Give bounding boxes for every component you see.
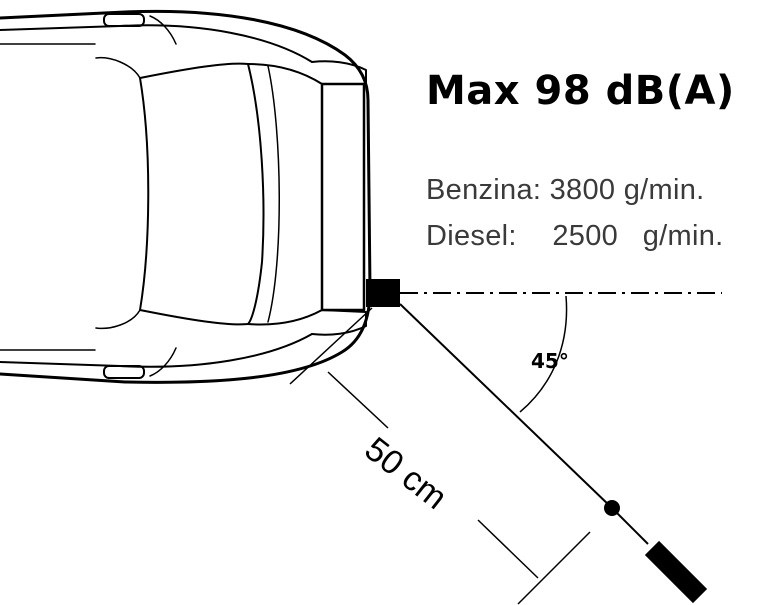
angle-arc bbox=[519, 295, 568, 413]
engine-speed-row-petrol: Benzina: 3800 g/min. bbox=[426, 174, 704, 207]
engine-speed-unit: g/min. bbox=[642, 220, 724, 252]
engine-speed-row-diesel: Diesel: 2500 g/min. bbox=[426, 220, 724, 253]
distance-dimension bbox=[289, 307, 591, 605]
noise-limit-title: Max 98 dB(A) bbox=[426, 68, 735, 114]
microphone-boom bbox=[399, 303, 613, 509]
fuel-label: Benzina: bbox=[426, 174, 542, 206]
engine-speed-value: 2500 bbox=[552, 220, 619, 252]
engine-speed-value: 3800 bbox=[549, 174, 616, 206]
microphone bbox=[644, 540, 708, 604]
angle-label: 45° bbox=[531, 349, 569, 373]
fuel-label: Diesel: bbox=[426, 220, 517, 252]
car-outline bbox=[0, 9, 372, 384]
engine-speed-unit: g/min. bbox=[623, 174, 705, 206]
exhaust-pipe bbox=[366, 279, 400, 307]
